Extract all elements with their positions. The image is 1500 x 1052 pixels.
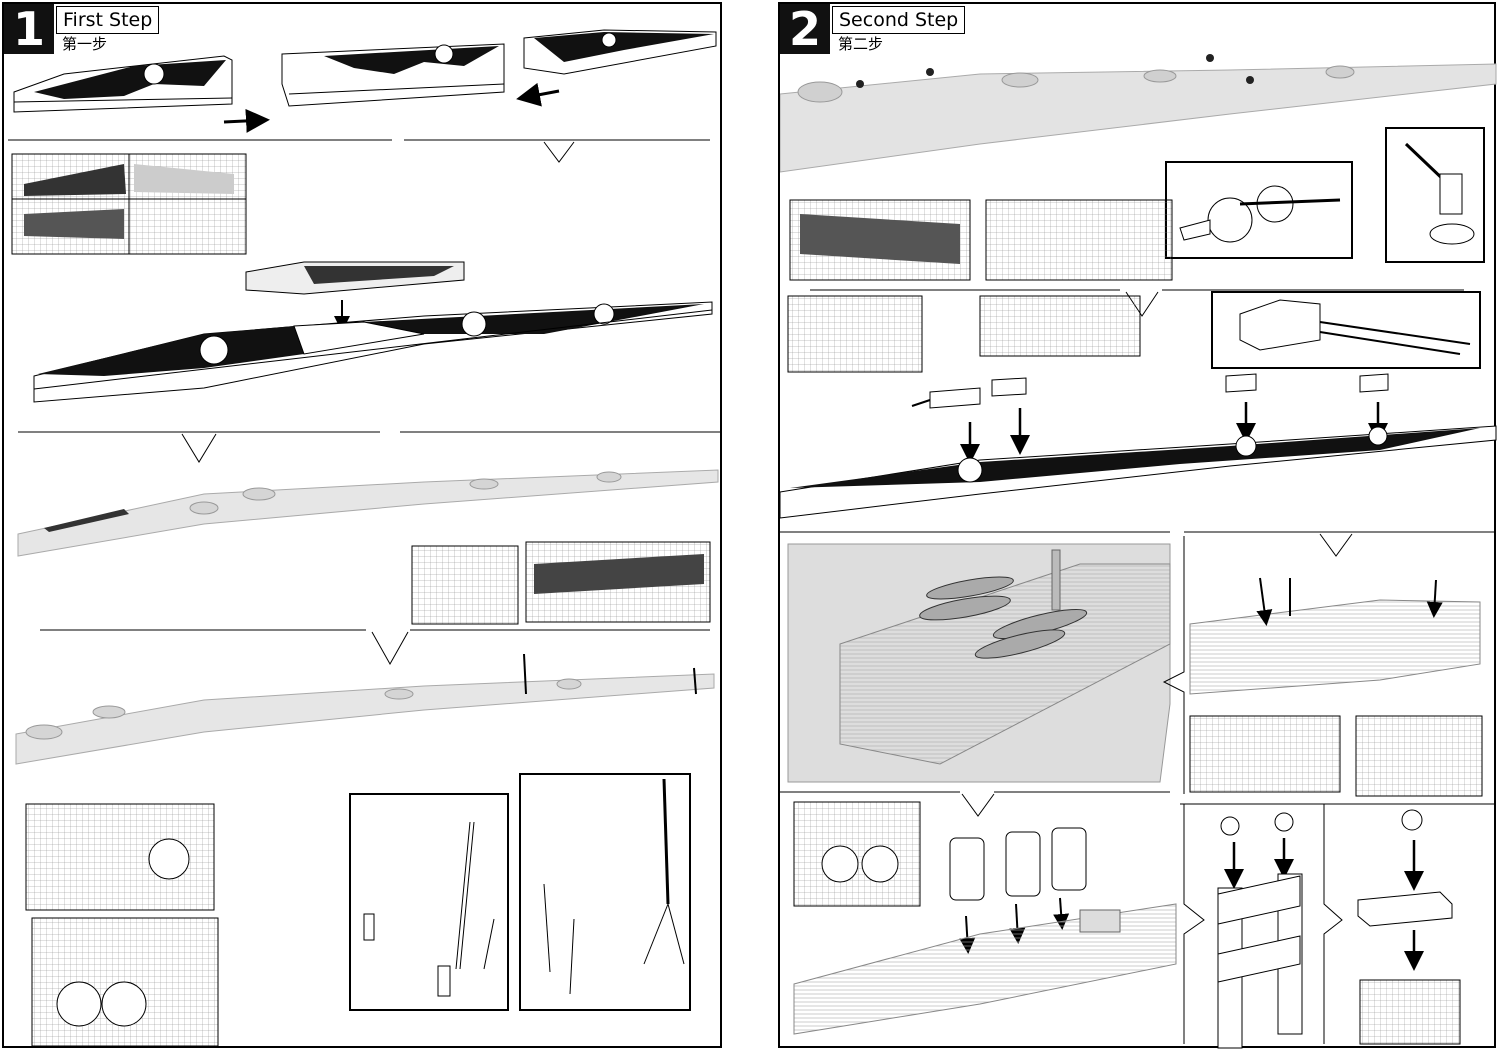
superstructure-part [245,261,465,295]
parts-sprue [787,295,923,373]
step-title: Second Step [832,6,966,34]
deck-piece-right [523,29,717,75]
parts-sprue [11,153,247,255]
assembly-arrow [223,108,270,133]
step-number: 1 [4,4,54,54]
step-2-panel: 2 Second Step 第二步 [778,2,1497,1049]
deck-piece-middle [281,43,505,107]
parts-sprue [1355,715,1483,797]
deck-piece-left [13,55,233,113]
funnel-base-detail [1357,809,1461,1045]
parts-sprue [1189,715,1341,793]
assembly-arrow [516,82,560,107]
step-title: First Step [56,6,160,34]
mast-detail-box [519,773,691,1011]
parts-sprue [793,801,921,907]
funnel-base-detail [1217,812,1303,1049]
step-1-illustrations [8,29,720,1047]
step-subtitle: 第二步 [838,35,884,53]
deck-closeup [787,543,1171,783]
parts-sprue [979,295,1141,357]
turret-part [911,373,1389,409]
parts-sprue [985,199,1173,281]
deck-view [793,903,1177,1035]
turret-detail-box [1211,291,1481,369]
step-subtitle: 第一步 [62,35,108,53]
hull-grey [780,54,1497,173]
step-number: 2 [780,4,830,54]
step-2-illustrations [780,54,1497,1049]
gun-detail-box [1385,127,1485,263]
hull-grey [17,469,719,557]
parts-sprue [411,545,519,625]
gun-detail-box [1165,161,1353,259]
hull-with-masts [15,653,715,765]
mast-detail-box [349,793,509,1011]
funnel-parts [949,827,1087,901]
hull-with-deck [33,301,713,403]
hull-with-deck [780,425,1497,519]
deck-view [1189,577,1481,695]
step-1-panel: 1 First Step 第一步 [2,2,722,1048]
